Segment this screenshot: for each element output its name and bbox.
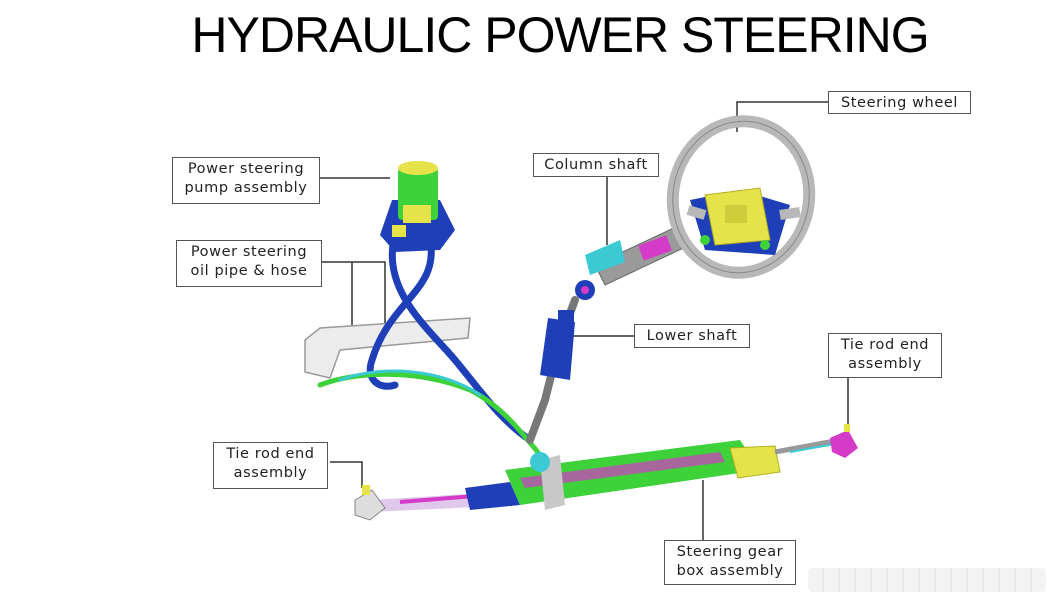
- label-tie-rod-end-right: Tie rod end assembly: [828, 333, 942, 378]
- tie-rod-end-left: [354, 485, 386, 521]
- label-pump-assembly: Power steering pump assembly: [172, 157, 320, 204]
- label-steering-gear-box: Steering gear box assembly: [664, 540, 796, 585]
- label-tie-rod-end-left: Tie rod end assembly: [213, 442, 328, 489]
- steering-wheel: [666, 115, 816, 279]
- steering-rack: [370, 437, 841, 512]
- label-column-shaft: Column shaft: [533, 153, 659, 177]
- pipe-green: [317, 371, 543, 458]
- leader-pipe: [322, 261, 386, 330]
- page-title: HYDRAULIC POWER STEERING: [191, 7, 929, 63]
- pipe-cyan: [338, 369, 482, 397]
- column-shaft: [575, 224, 691, 300]
- label-oil-pipe-hose: Power steering oil pipe & hose: [176, 240, 322, 287]
- tie-rod-end-right: [830, 424, 858, 458]
- lower-shaft: [526, 296, 579, 444]
- hose-blue-2: [366, 236, 435, 390]
- pump-assembly: [380, 161, 455, 252]
- hose-blue-1: [388, 231, 534, 444]
- label-steering-wheel: Steering wheel: [828, 91, 971, 114]
- label-lower-shaft: Lower shaft: [634, 324, 750, 348]
- leader-tie-rod-left: [330, 461, 363, 488]
- watermark: [808, 568, 1046, 592]
